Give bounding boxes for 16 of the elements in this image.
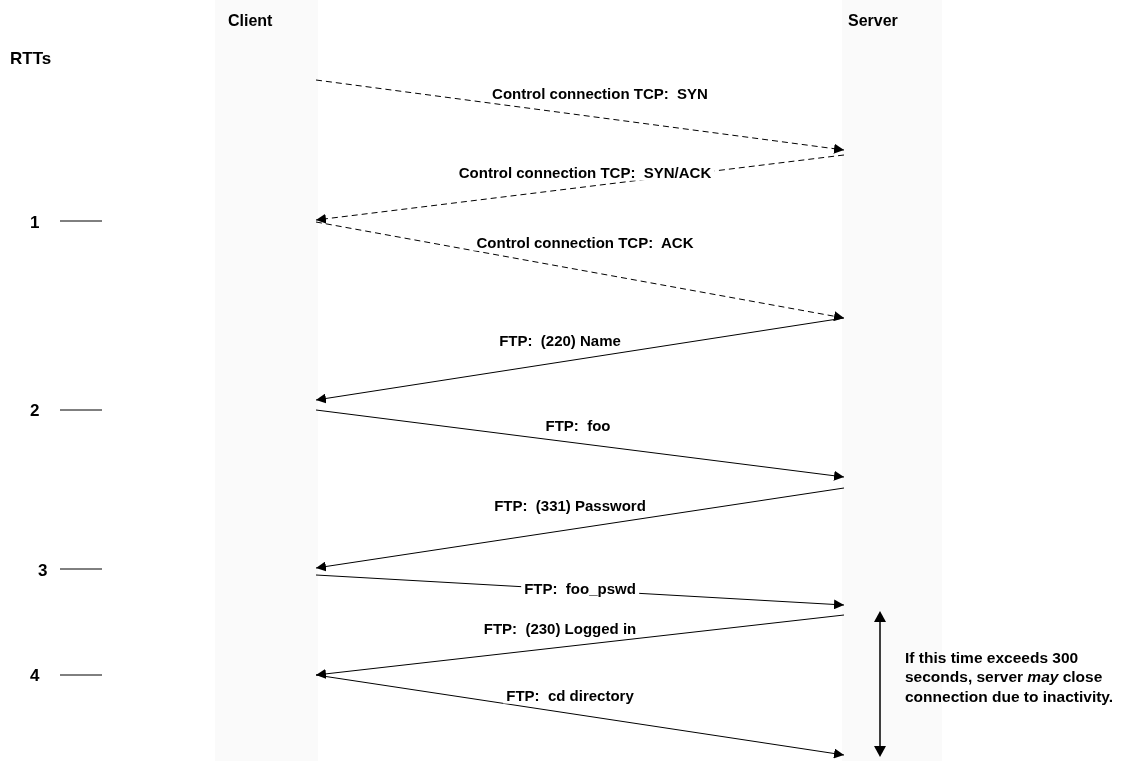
message-arrow xyxy=(315,221,845,322)
message-arrow xyxy=(315,317,845,404)
message-arrow xyxy=(315,674,845,759)
rtt-number: 4 xyxy=(30,665,40,687)
lifeline-heading: Server xyxy=(848,12,898,30)
rtt-number: 2 xyxy=(30,400,40,422)
lifeline-heading: Client xyxy=(228,12,273,30)
axis-title: RTTs xyxy=(10,48,52,70)
message-arrow xyxy=(315,487,845,572)
message-arrow xyxy=(315,79,845,154)
message-arrow xyxy=(315,409,845,481)
note-text: If this time exceeds 300 seconds, server may close connection due to inactivity. xyxy=(905,648,1115,707)
lifeline-column xyxy=(215,0,318,761)
rtt-number: 1 xyxy=(30,212,40,234)
rtt-number: 3 xyxy=(38,560,48,582)
message-arrow xyxy=(315,614,845,679)
